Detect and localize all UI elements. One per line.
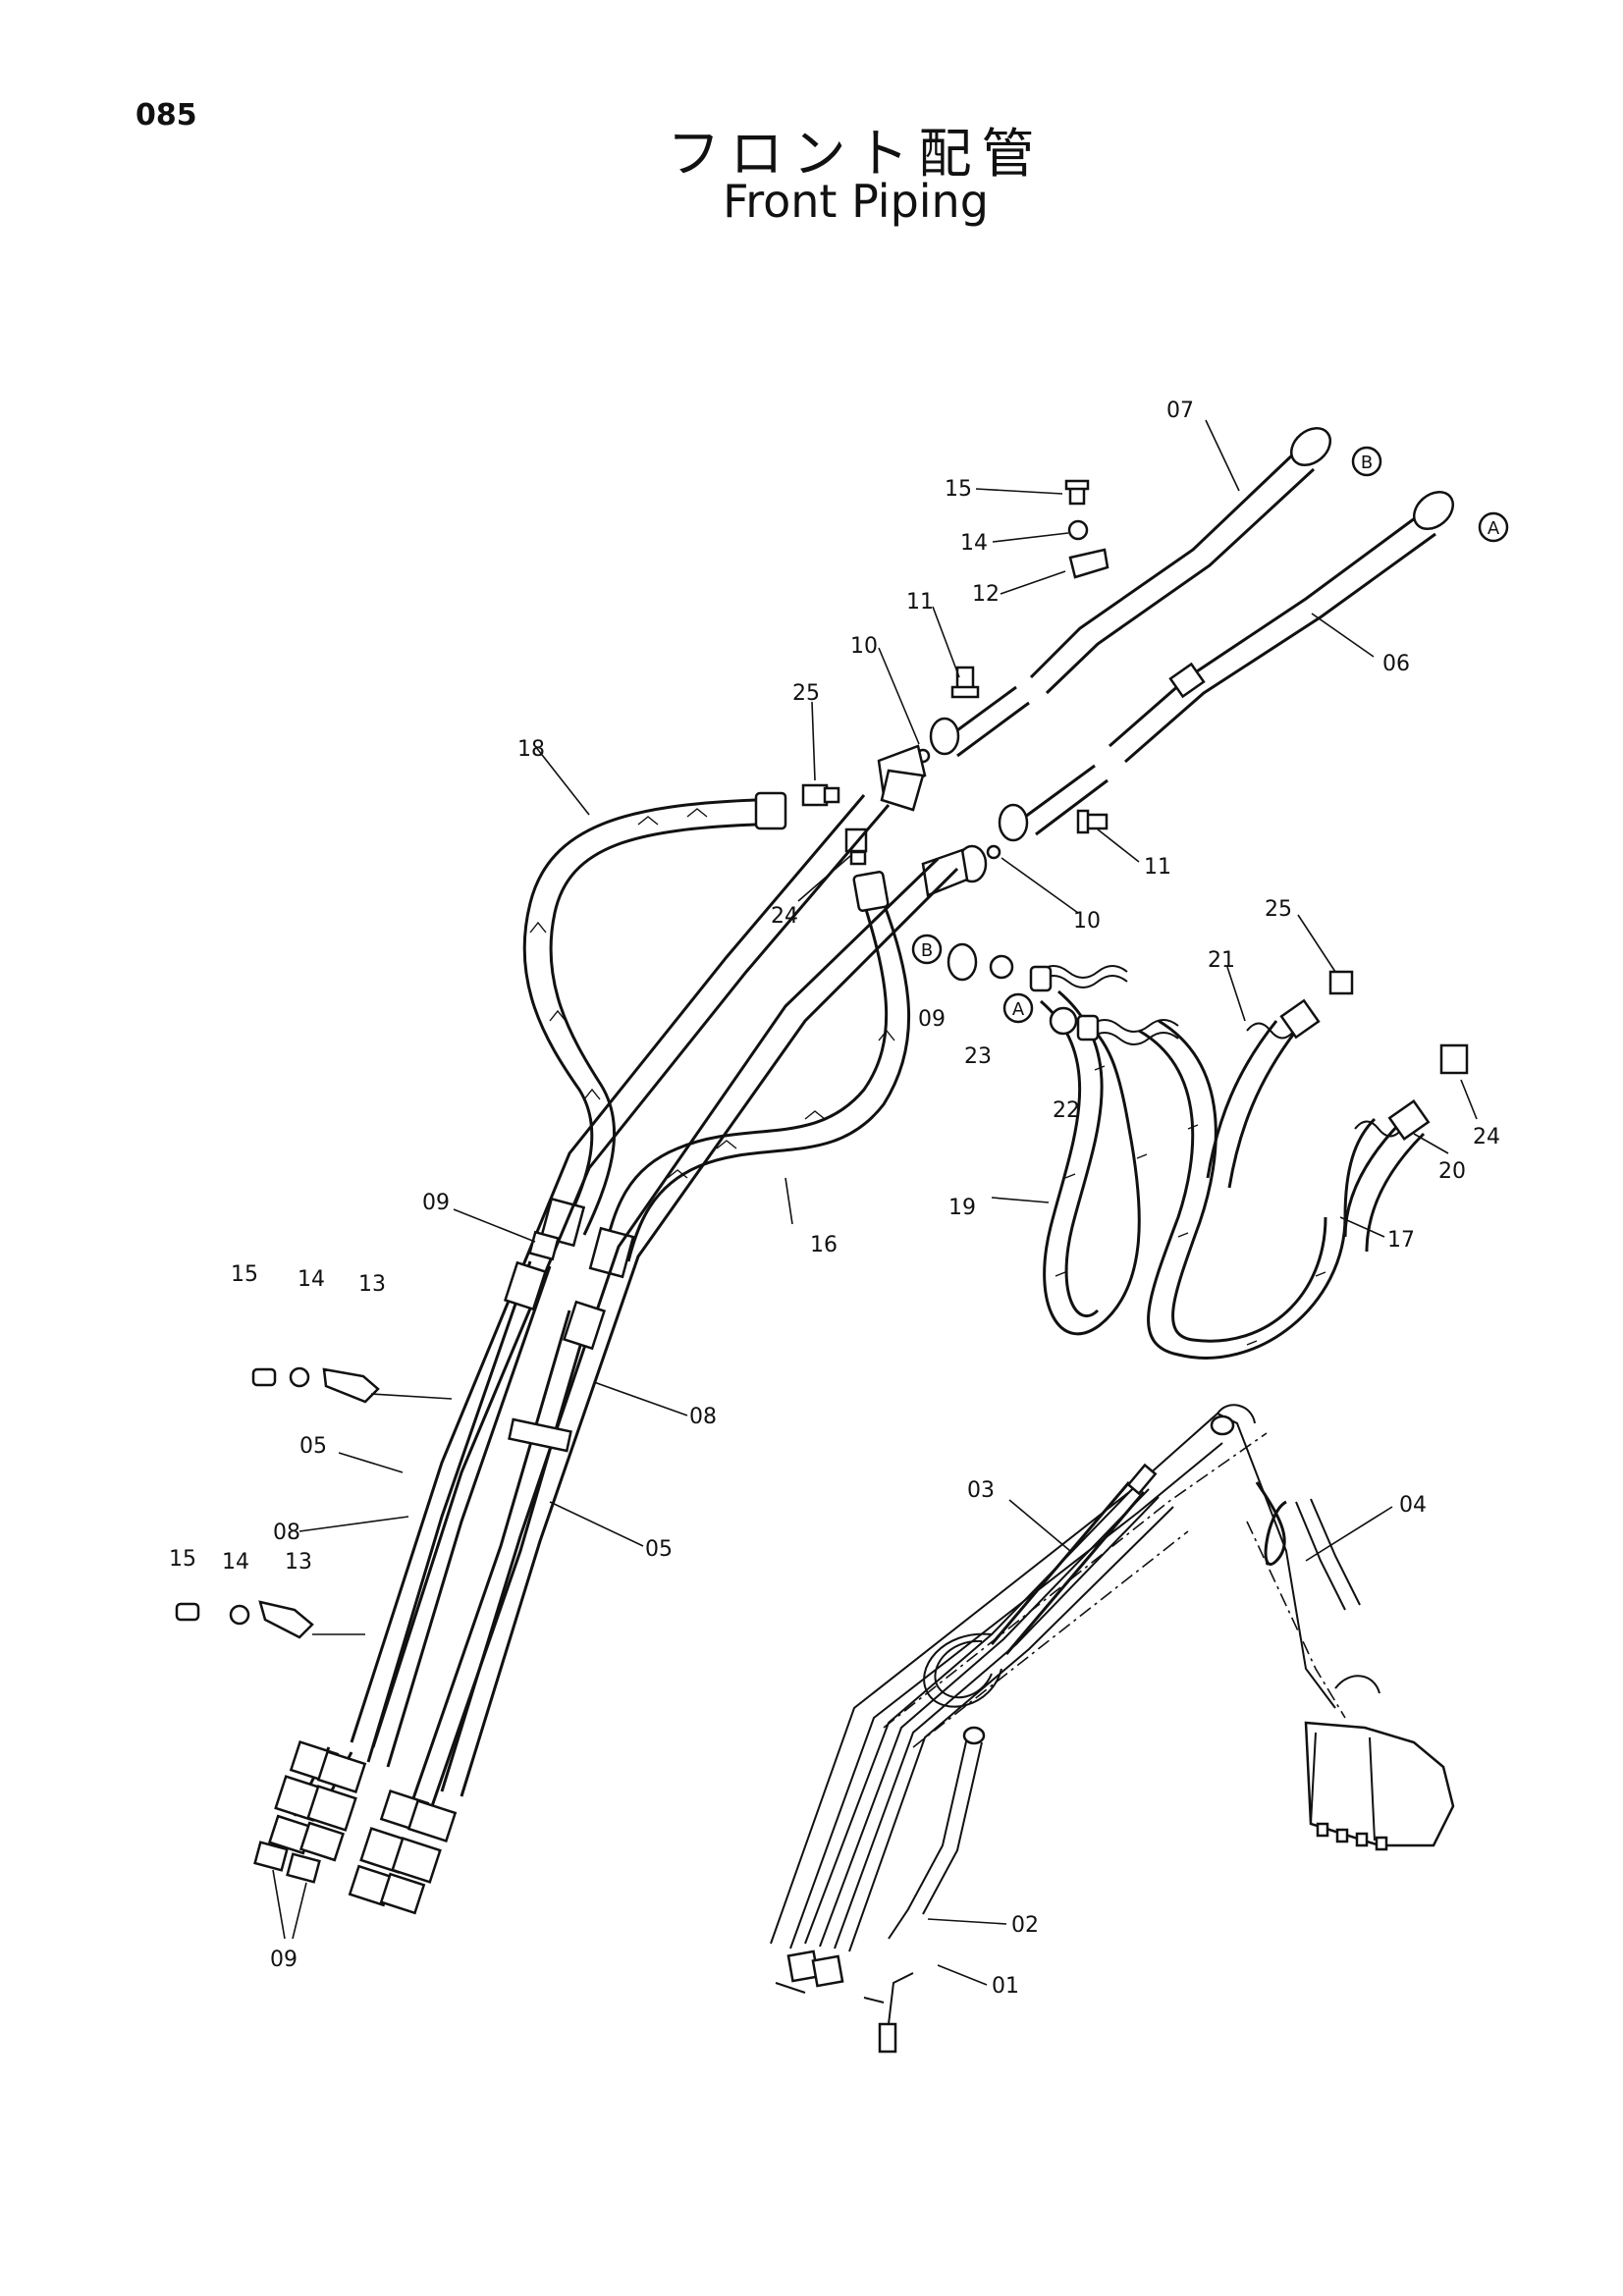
washer-14-left-upper <box>289 1366 310 1388</box>
callout-13-upper: 13 <box>358 1272 386 1297</box>
reference-b-top: B <box>1351 446 1382 477</box>
callout-20: 20 <box>1438 1159 1466 1184</box>
callout-19: 19 <box>948 1196 976 1220</box>
pipe-07 <box>942 427 1331 758</box>
callout-12: 12 <box>972 582 1000 607</box>
callout-11-lower: 11 <box>1144 855 1171 880</box>
callout-09-left: 09 <box>422 1191 450 1215</box>
pipe-06 <box>1020 491 1454 836</box>
callout-14-left-lower: 14 <box>222 1550 249 1575</box>
pipe-08-left <box>366 1260 552 1768</box>
callout-15-left-upper: 15 <box>231 1262 258 1287</box>
washer-14-left-lower <box>229 1604 250 1626</box>
callout-04: 04 <box>1399 1493 1427 1518</box>
fitting-19-end-a <box>1029 965 1053 992</box>
callout-10-top: 10 <box>850 634 878 659</box>
fitting-25-upper <box>801 783 840 807</box>
fitting-25-right <box>1328 970 1354 995</box>
bolt-15-left-lower <box>175 1602 200 1622</box>
bolt-15-left-upper <box>251 1367 277 1387</box>
svg-text:B: B <box>921 940 933 961</box>
callout-25-top: 25 <box>792 681 820 706</box>
callout-25-right: 25 <box>1265 897 1292 922</box>
seal-23 <box>989 954 1014 980</box>
callout-17: 17 <box>1387 1228 1415 1253</box>
hose-18 <box>522 791 787 1248</box>
hose-sleeve-right <box>562 1300 607 1351</box>
callout-08-left: 08 <box>273 1521 300 1545</box>
callout-15-left-lower: 15 <box>169 1547 196 1572</box>
callout-24-top: 24 <box>771 904 798 929</box>
svg-text:A: A <box>1488 518 1500 539</box>
callout-11-top: 11 <box>906 590 934 614</box>
hose-21 <box>1206 1020 1298 1189</box>
callout-07: 07 <box>1166 399 1194 423</box>
callout-05-left: 05 <box>299 1434 327 1459</box>
page-title-japanese: フロント配管 <box>667 123 1045 185</box>
hose-17 <box>1138 1019 1377 1360</box>
pipe-clamp <box>1168 662 1206 699</box>
bolt-11-top <box>950 666 980 699</box>
fitting-24-upper <box>844 828 868 866</box>
bolt-15-top <box>1064 479 1090 506</box>
elbow-fitting-upper <box>880 769 925 812</box>
svg-text:B: B <box>1361 453 1373 473</box>
callout-14-left-upper: 14 <box>298 1267 325 1292</box>
excavator-boom-assembly <box>770 1404 1455 2054</box>
reference-b-mid: B <box>911 934 943 965</box>
callout-22: 22 <box>1053 1098 1080 1123</box>
hose-fitting-spring-guards <box>1038 965 1403 1138</box>
lower-end-fittings-right <box>348 1789 458 1915</box>
pipe-08-right <box>410 1309 591 1807</box>
pipe-05-right <box>440 857 959 1797</box>
callout-03: 03 <box>967 1478 995 1503</box>
callout-15-top: 15 <box>945 477 972 502</box>
callout-16: 16 <box>810 1233 838 1257</box>
page-title-english: Front Piping <box>723 175 989 228</box>
callout-13-lower: 13 <box>285 1550 312 1575</box>
fitting-09-mid <box>528 1230 560 1261</box>
callout-23: 23 <box>964 1044 992 1069</box>
fitting-20-end <box>1387 1099 1431 1141</box>
bolt-11-lower <box>1076 809 1109 834</box>
fitting-21-end <box>1279 998 1321 1040</box>
callout-09-mid: 09 <box>918 1007 946 1032</box>
flange-coupling-lower <box>998 803 1029 842</box>
callout-02: 02 <box>1011 1913 1039 1938</box>
callout-06: 06 <box>1382 652 1410 676</box>
hose-sleeve-left <box>503 1260 548 1311</box>
clamp-12 <box>1068 548 1109 579</box>
callout-01: 01 <box>992 1974 1019 1999</box>
callout-05-right: 05 <box>645 1537 673 1562</box>
callout-08-right: 08 <box>689 1405 717 1429</box>
adapters-09-bottom <box>253 1841 321 1884</box>
o-ring-10-lower <box>986 844 1001 860</box>
reference-a-top: A <box>1478 511 1509 543</box>
fitting-19-end-b <box>1076 1014 1100 1041</box>
fitting-24-right <box>1439 1043 1469 1075</box>
seal-22 <box>1049 1006 1078 1036</box>
callout-18: 18 <box>517 737 545 762</box>
lower-end-fittings-left <box>267 1739 367 1862</box>
washer-14-top <box>1067 519 1089 541</box>
clamp-13-lower <box>258 1600 314 1639</box>
page-number: 085 <box>135 98 197 133</box>
clamp-13-upper <box>322 1367 380 1404</box>
hose-20 <box>1343 1117 1426 1253</box>
callout-10-lower: 10 <box>1073 909 1101 934</box>
flange-coupling-top <box>929 717 960 756</box>
flange-block-lower <box>921 848 969 897</box>
clamp-band <box>508 1417 572 1453</box>
svg-text:A: A <box>1012 999 1025 1020</box>
callout-21: 21 <box>1208 948 1235 973</box>
reference-a-mid: A <box>1002 992 1034 1024</box>
callout-14-top: 14 <box>960 531 988 556</box>
callout-24-right: 24 <box>1473 1125 1500 1149</box>
hose-19 <box>1040 989 1148 1336</box>
callout-09-bottom: 09 <box>270 1948 298 1972</box>
leader-lines <box>272 419 1478 1986</box>
callout-labels: 07 06 15 14 12 11 10 25 18 11 10 24 25 2… <box>169 399 1500 1999</box>
adapter-09-b <box>947 942 978 982</box>
